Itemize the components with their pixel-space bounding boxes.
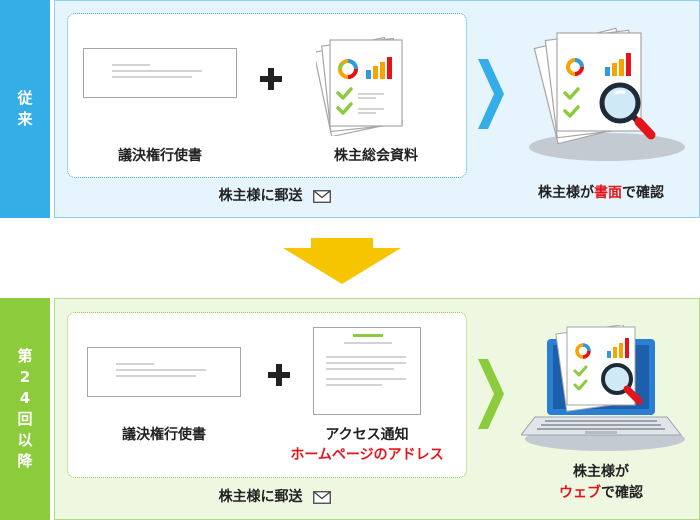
after-side-label: 第24回以降 bbox=[0, 298, 50, 520]
after-result-line2: ウェブで確認 bbox=[515, 482, 687, 502]
plus-icon bbox=[260, 68, 282, 90]
after-result-highlight: ウェブ bbox=[559, 485, 601, 501]
plus-icon bbox=[268, 364, 290, 386]
chevron-right-icon bbox=[478, 359, 504, 429]
after-side-label-text: 第24回以降 bbox=[17, 347, 33, 470]
checkmark-icon bbox=[336, 87, 353, 115]
after-doc2-label: アクセス通知 bbox=[325, 427, 409, 443]
meeting-materials-doc-icon bbox=[316, 36, 403, 136]
chevron-right-icon bbox=[478, 59, 504, 129]
before-mail-group: 議決権行使書 bbox=[67, 13, 467, 178]
envelope-icon bbox=[313, 189, 332, 203]
before-doc2-label: 株主総会資料 bbox=[334, 148, 418, 164]
donut-chart-icon bbox=[338, 59, 358, 79]
after-content-box: 議決権行使書 アクセス通知 ホームページのアドレス 株主様に郵送 bbox=[54, 298, 700, 520]
after-result-line1: 株主様が bbox=[573, 464, 629, 480]
before-mail-caption: 株主様に郵送 bbox=[185, 185, 365, 205]
after-mail-group: 議決権行使書 アクセス通知 ホームページのアドレス bbox=[67, 312, 467, 478]
after-doc1-label: 議決権行使書 bbox=[122, 427, 206, 443]
before-content-box: 議決権行使書 bbox=[54, 0, 700, 218]
after-doc2-sublabel: ホームページのアドレス bbox=[290, 447, 444, 463]
paper-review-icon bbox=[529, 27, 685, 161]
magnifier-icon bbox=[599, 82, 656, 140]
after-result-suffix: で確認 bbox=[601, 485, 643, 501]
after-panel: 第24回以降 議決権行使書 アクセス通知 ホームページのアドレス bbox=[0, 298, 700, 520]
after-mail-caption: 株主様に郵送 bbox=[185, 486, 365, 506]
after-mail-text: 株主様に郵送 bbox=[218, 489, 303, 505]
before-side-label-text: 従来 bbox=[17, 89, 33, 128]
before-side-label: 従来 bbox=[0, 0, 50, 218]
before-result-caption: 株主様が書面で確認 bbox=[511, 182, 691, 202]
before-panel: 従来 議決権行使書 bbox=[0, 0, 700, 218]
down-arrow-icon bbox=[283, 238, 401, 284]
voting-form-doc-icon bbox=[83, 48, 237, 98]
before-doc1-label: 議決権行使書 bbox=[118, 148, 202, 164]
before-result-highlight: 書面 bbox=[594, 185, 622, 201]
access-notice-doc-icon bbox=[313, 327, 421, 415]
before-mail-text: 株主様に郵送 bbox=[218, 188, 303, 204]
bar-chart-icon bbox=[366, 57, 392, 79]
envelope-icon bbox=[313, 490, 332, 504]
before-result-suffix: で確認 bbox=[622, 185, 664, 201]
laptop-icon bbox=[521, 325, 685, 451]
before-result-prefix: 株主様が bbox=[538, 185, 594, 201]
voting-form-doc-icon bbox=[87, 347, 241, 397]
